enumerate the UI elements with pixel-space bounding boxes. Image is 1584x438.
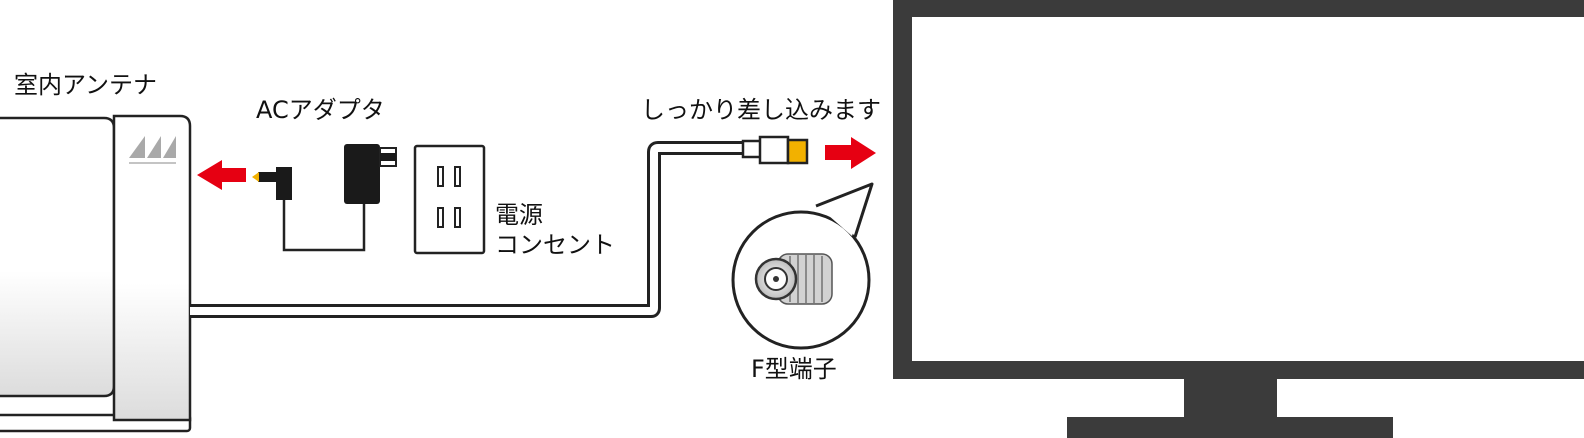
tv-screen — [912, 17, 1584, 361]
coaxial-cable — [190, 141, 744, 318]
antenna-logo-icon — [129, 136, 176, 164]
indoor-antenna — [0, 114, 192, 433]
tv-stand-neck — [1184, 379, 1277, 417]
insert-firmly-label: しっかり差し込みます — [641, 96, 881, 124]
outlet-label-line2: コンセント — [495, 231, 615, 259]
indoor-antenna-label: 室内アンテナ — [14, 71, 158, 99]
tv-stand-base — [1067, 417, 1393, 438]
f-connector-icon — [754, 253, 833, 305]
coax-plug — [741, 135, 809, 165]
arrow-right-icon — [825, 137, 876, 169]
outlet-label: 電源 コンセント — [495, 200, 615, 260]
f-connector-label: F型端子 — [751, 355, 837, 383]
television — [893, 0, 1584, 438]
ac-adapter-label: ACアダプタ — [256, 96, 385, 124]
ac-adapter — [252, 144, 397, 252]
arrow-left-icon — [197, 160, 246, 190]
wall-outlet — [413, 144, 486, 255]
outlet-label-line1: 電源 — [495, 201, 543, 229]
f-connector-callout — [731, 182, 874, 350]
